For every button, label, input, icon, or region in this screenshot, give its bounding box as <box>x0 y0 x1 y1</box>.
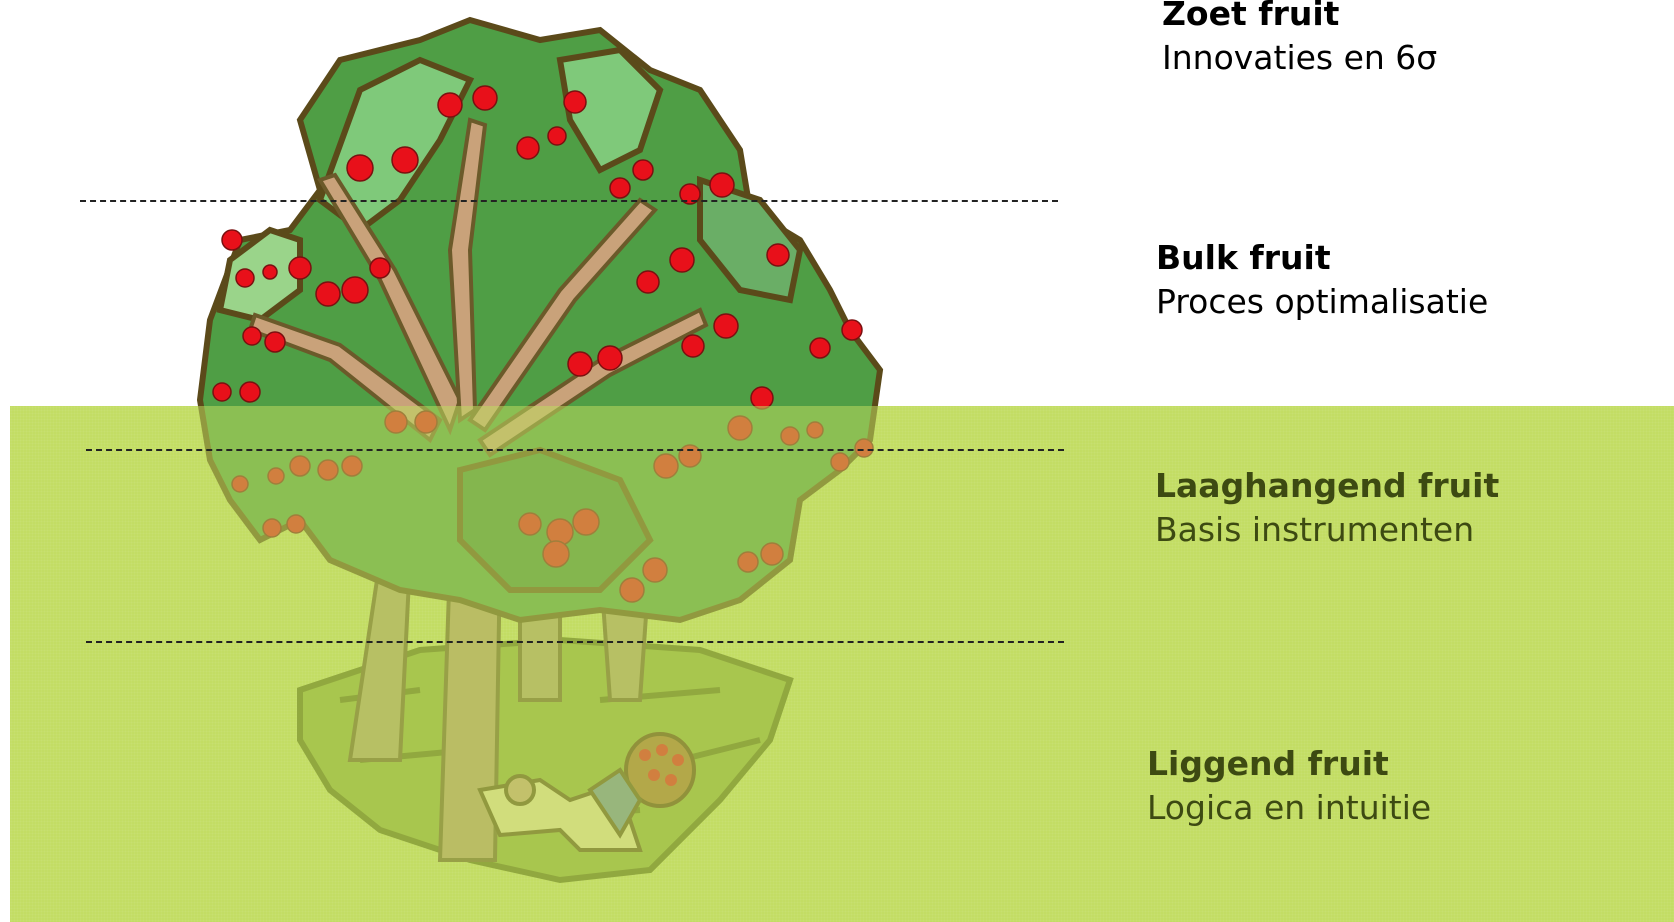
level-liggend: Liggend fruit Logica en intuitie <box>1147 742 1431 830</box>
level-bulk: Bulk fruit Proces optimalisatie <box>1156 236 1488 324</box>
level-title: Liggend fruit <box>1147 744 1389 783</box>
level-zoet: Zoet fruit Innovaties en 6σ <box>1162 0 1437 80</box>
level-subtitle: Basis instrumenten <box>1155 510 1475 549</box>
level-title: Bulk fruit <box>1156 238 1331 277</box>
divider-middle <box>86 449 1064 451</box>
level-subtitle: Proces optimalisatie <box>1156 282 1489 321</box>
level-subtitle: Innovaties en 6σ <box>1162 38 1438 77</box>
divider-top <box>80 200 1058 202</box>
level-title: Laaghangend fruit <box>1155 466 1500 505</box>
level-title: Zoet fruit <box>1162 0 1340 33</box>
divider-bottom <box>86 641 1064 643</box>
level-laaghangend: Laaghangend fruit Basis instrumenten <box>1155 464 1499 552</box>
level-subtitle: Logica en intuitie <box>1147 788 1432 827</box>
